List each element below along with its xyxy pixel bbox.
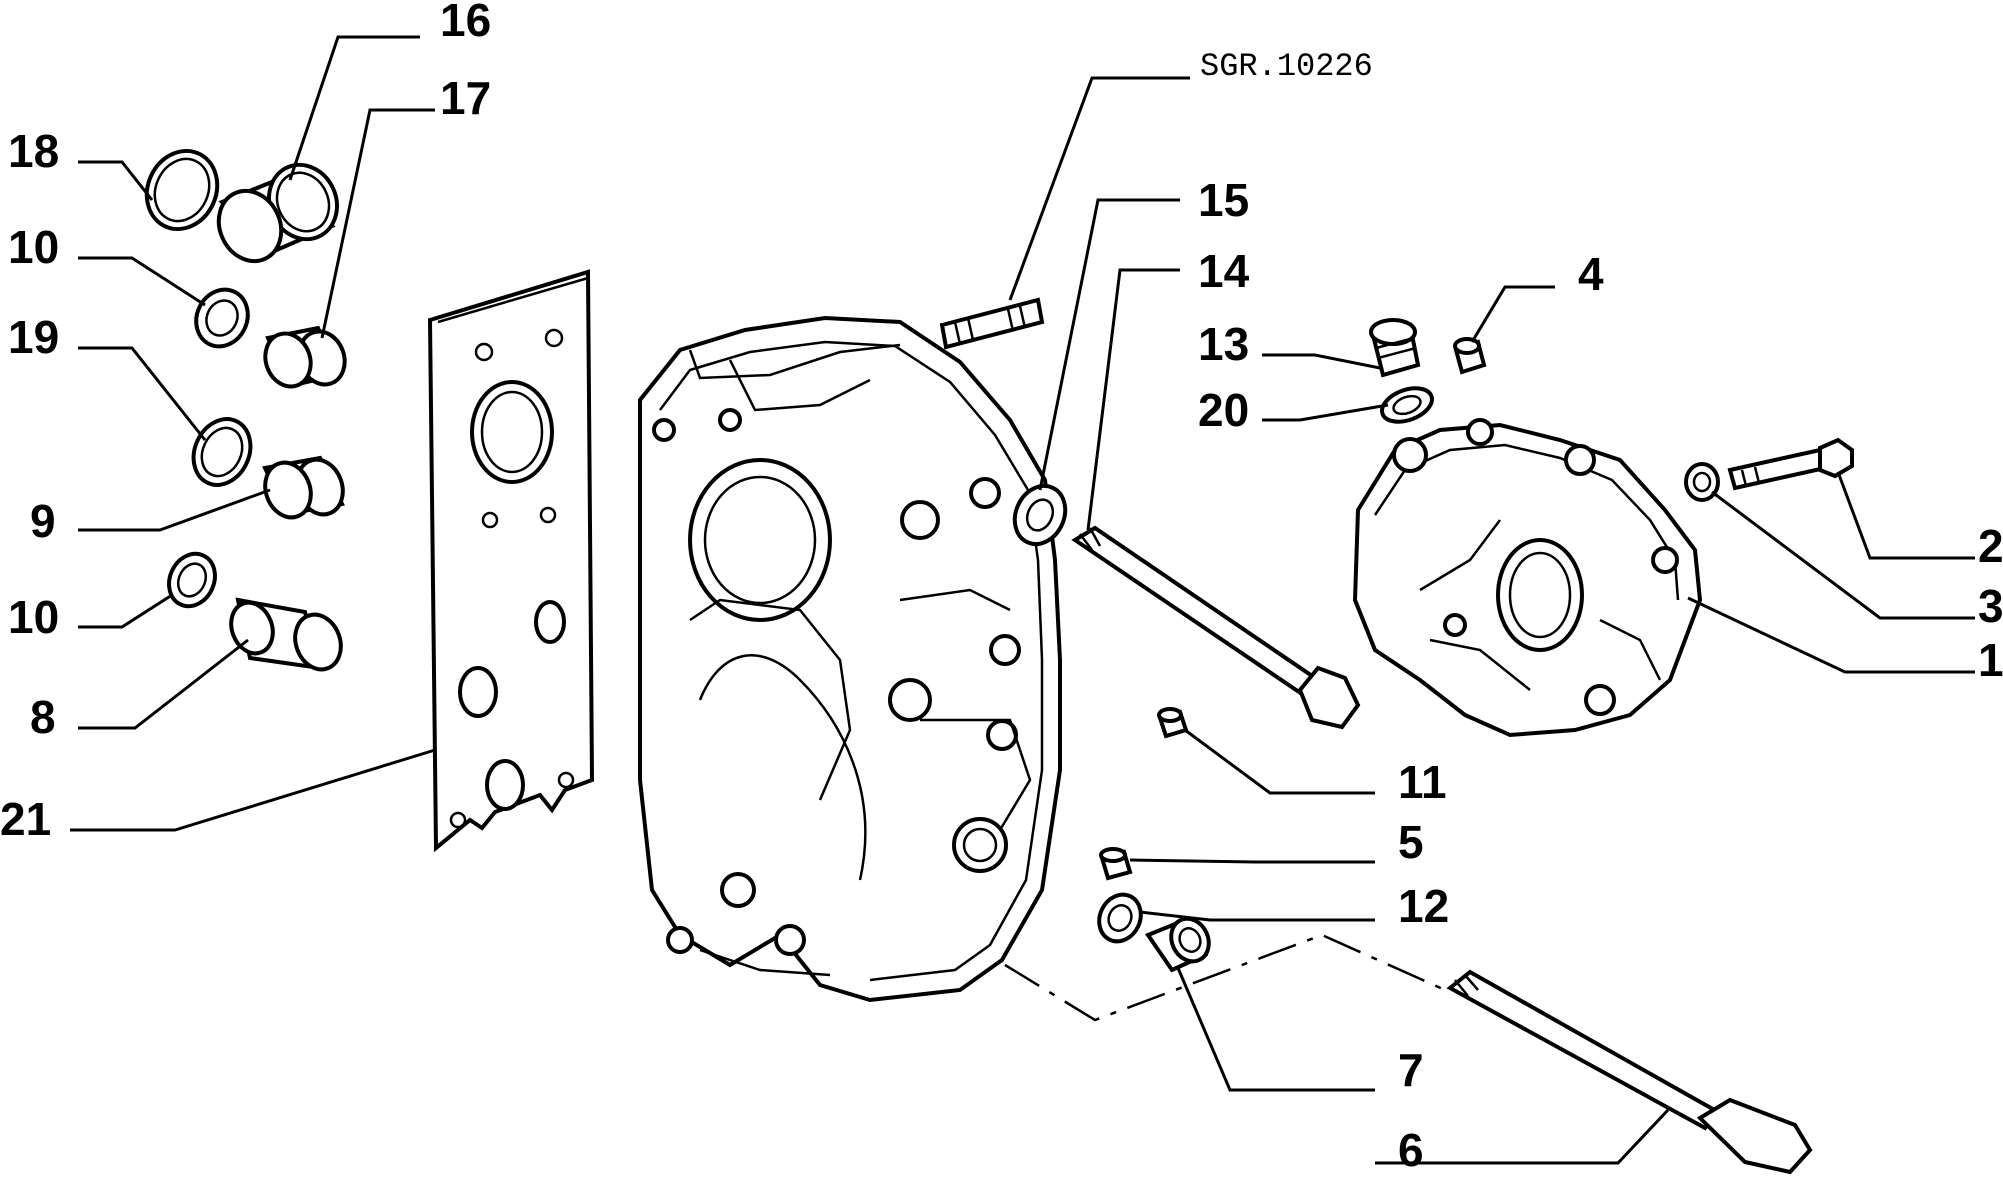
callout-12: 12: [1398, 880, 1449, 932]
callout-7: 7: [1398, 1044, 1424, 1096]
part-15-washer: [1012, 483, 1068, 547]
drawing-code-callout: SGR.10226: [1008, 48, 1373, 301]
callout-10-upper: 10: [8, 221, 59, 273]
part-1-cover: [1352, 418, 1703, 738]
callout-2: 2: [1978, 520, 2003, 572]
callout-4: 4: [1578, 248, 1604, 300]
callout-21: 21: [0, 793, 51, 845]
leader-lines: [70, 35, 1975, 1165]
callout-15: 15: [1198, 174, 1249, 226]
part-4-small-plug: [1453, 337, 1487, 375]
part-7-union: [1144, 916, 1211, 973]
drawing-code: SGR.10226: [1200, 48, 1373, 85]
callout-1: 1: [1978, 634, 2003, 686]
part-16-sleeve: [216, 162, 339, 264]
part-9-bush: [262, 455, 345, 520]
callout-16: 16: [440, 0, 491, 46]
callout-8: 8: [30, 691, 56, 743]
callout-11: 11: [1398, 756, 1447, 808]
callout-20: 20: [1198, 384, 1249, 436]
part-13-plug: [1369, 318, 1421, 378]
part-8-tube: [229, 597, 343, 672]
part-5-plug: [1099, 847, 1133, 881]
callout-19: 19: [8, 311, 59, 363]
transmission-housing: [638, 315, 1062, 1003]
part-3-washer: [1684, 462, 1720, 502]
callout-10-lower: 10: [8, 591, 59, 643]
part-18-oring: [144, 149, 220, 231]
assembly-line: [1004, 933, 1446, 1022]
part-11-pin: [1157, 707, 1189, 739]
part-17-bush: [263, 325, 347, 389]
part-20-washer: [1380, 386, 1434, 424]
callout-14: 14: [1198, 245, 1250, 297]
callout-17: 17: [440, 72, 491, 124]
part-10-washer-upper: [194, 287, 250, 349]
part-12-washer: [1097, 892, 1143, 944]
callout-18: 18: [8, 125, 59, 177]
callout-3: 3: [1978, 580, 2003, 632]
callout-13: 13: [1198, 318, 1249, 370]
part-14-long-bolt: [1071, 525, 1361, 730]
part-2-bolt: [1727, 437, 1854, 491]
part-6-pipe: [1446, 969, 1813, 1175]
stud-bolt: [939, 297, 1045, 350]
part-10-washer-lower: [167, 551, 217, 609]
callout-6: 6: [1398, 1124, 1424, 1176]
callout-9: 9: [30, 495, 56, 547]
part-21-gasket-plate: [427, 269, 595, 853]
part-19-ring: [191, 417, 253, 487]
callout-5: 5: [1398, 816, 1424, 868]
